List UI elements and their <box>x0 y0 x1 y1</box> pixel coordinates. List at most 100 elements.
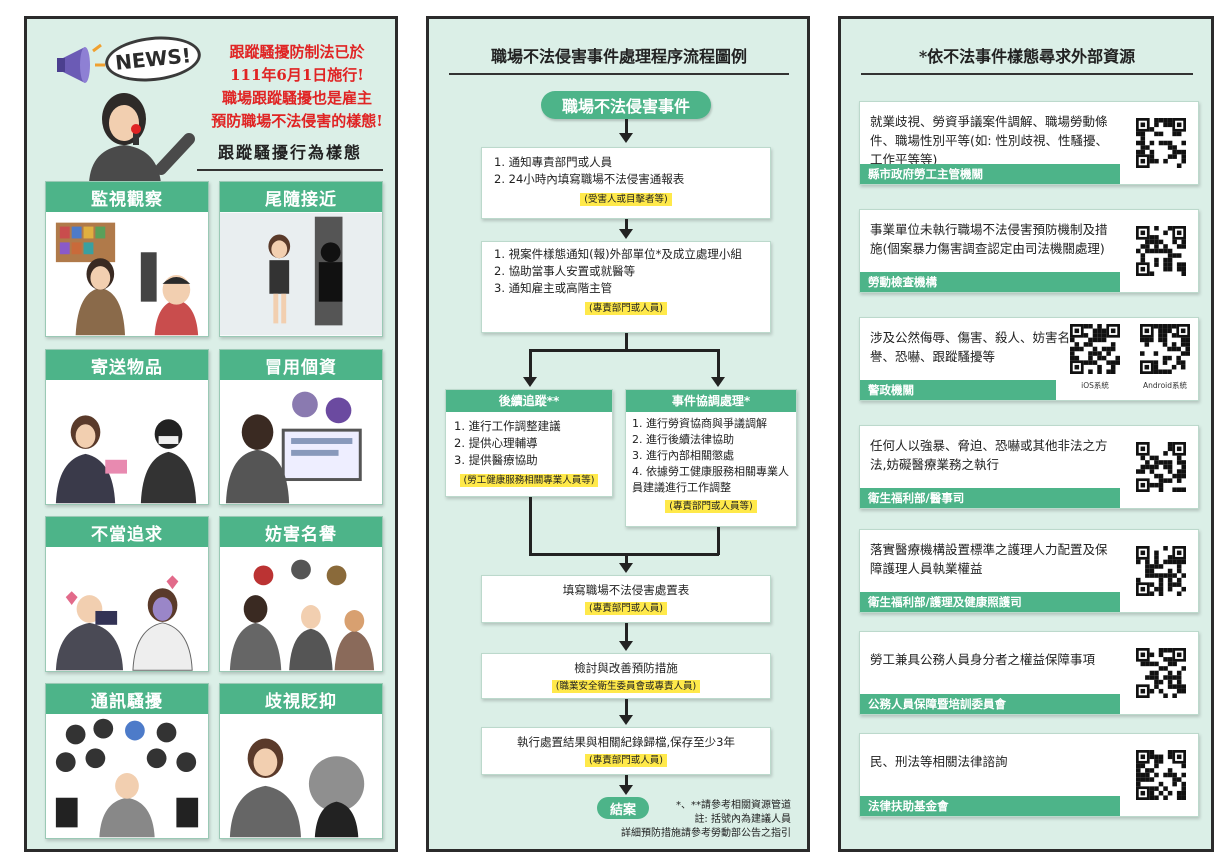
flow-step-review: 檢討與改善預防措施 (職業安全衛生委員會或專責人員) <box>481 653 771 699</box>
flow-step-handling: 1. 視案件樣態通知(報)外部單位*及成立處理小組 2. 協助當事人安置或就醫等… <box>481 241 771 333</box>
flow-item: 1. 進行勞資協商與爭議調解 <box>632 417 767 430</box>
qr-code-icon[interactable] <box>1136 118 1186 172</box>
flow-connector <box>625 623 628 643</box>
flow-step-archive: 執行處置結果與相關紀錄歸檔,保存至少3年 (專責部門或人員) <box>481 727 771 775</box>
qr-code-icon[interactable] <box>1136 648 1186 702</box>
resource-organization: 衛生福利部/醫事司 <box>860 488 1120 508</box>
card-identity-misuse: 冒用個資 <box>219 349 383 505</box>
section-heading: 跟蹤騷擾行為樣態 <box>197 139 383 171</box>
resource-organization: 衛生福利部/護理及健康照護司 <box>860 592 1120 612</box>
card-title: 尾隨接近 <box>220 182 382 212</box>
resource-organization: 警政機關 <box>860 380 1056 400</box>
flow-item: 執行處置結果與相關紀錄歸檔,保存至少3年 <box>517 735 735 749</box>
resource-card-labor-inspection: 事業單位未執行職場不法侵害預防機制及措施(個案暴力傷害調查認定由司法機關處理) … <box>859 209 1199 293</box>
responsible-note: (專責部門或人員) <box>585 602 667 615</box>
card-discrimination: 歧視貶抑 <box>219 683 383 839</box>
footnotes: *、**請參考相關資源管道 註: 括號內為建議人員 詳細預防措施請參考勞動部公告… <box>621 799 791 841</box>
resource-description: 勞工兼具公務人員身分者之權益保障事項 <box>870 652 1096 667</box>
resource-organization: 縣市政府勞工主管機關 <box>860 164 1120 184</box>
card-defamation: 妨害名譽 <box>219 516 383 672</box>
qr-code-icon[interactable] <box>1136 546 1186 600</box>
responsible-note: (專責部門或人員) <box>585 302 667 315</box>
qr-code-ios-icon[interactable] <box>1070 324 1120 378</box>
flow-branch-line <box>529 349 719 352</box>
left-panel: NEWS! 跟蹤騷擾防制法已於 111年6月1日施行! 職場跟蹤騷擾也是雇主 預… <box>24 16 398 852</box>
qr-code-icon[interactable] <box>1136 226 1186 280</box>
flow-arrow <box>619 785 633 795</box>
identity-misuse-illustration <box>225 391 362 504</box>
card-title: 冒用個資 <box>220 350 382 380</box>
flow-item: 檢討與改善預防措施 <box>574 661 678 675</box>
qr-code-icon[interactable] <box>1136 442 1186 496</box>
resource-card-medical-affairs: 任何人以強暴、脅迫、恐嚇或其他非法之方法,妨礙醫療業務之執行 衛生福利部/醫事司 <box>859 425 1199 509</box>
right-panel: *依不法事件樣態尋求外部資源 就業歧視、勞資爭議案件調解、職場勞動條件、職場性別… <box>838 16 1214 852</box>
flow-arrow <box>711 377 725 387</box>
resource-card-civil-service: 勞工兼具公務人員身分者之權益保障事項 公務人員保障暨培訓委員會 <box>859 631 1199 715</box>
card-title: 通訊騷擾 <box>46 684 208 714</box>
discrimination-illustration <box>229 738 365 838</box>
flow-arrow <box>523 377 537 387</box>
resource-card-nursing: 落實醫療機構設置標準之護理人力配置及保障護理人員執業權益 衛生福利部/護理及健康… <box>859 529 1199 613</box>
qr-label-android: Android系統 <box>1143 381 1187 390</box>
defamation-illustration <box>229 559 375 671</box>
flow-item: 3. 通知雇主或高階主管 <box>494 281 613 295</box>
resource-organization: 公務人員保障暨培訓委員會 <box>860 694 1120 714</box>
flow-branch-coordination: 事件協調處理* 1. 進行勞資協商與爭議調解 2. 進行後續法律協助 3. 進行… <box>625 389 797 527</box>
following-illustration <box>220 212 382 336</box>
resource-description: 任何人以強暴、脅迫、恐嚇或其他非法之方法,妨礙醫療業務之執行 <box>870 438 1108 472</box>
responsible-note: (專責部門或人員等) <box>665 500 757 513</box>
responsible-note: (專責部門或人員) <box>585 754 667 767</box>
resource-description: 涉及公然侮辱、傷害、殺人、妨害名譽、恐嚇、跟蹤騷擾等 <box>870 330 1071 364</box>
flow-item: 2. 24小時內填寫職場不法侵害通報表 <box>494 172 685 186</box>
flow-step-report: 1. 通知專責部門或人員 2. 24小時內填寫職場不法侵害通報表 (受害人或目擊… <box>481 147 771 219</box>
card-following: 尾隨接近 <box>219 181 383 337</box>
flow-arrow <box>619 229 633 239</box>
flow-item: 1. 進行工作調整建議 <box>454 419 561 433</box>
resource-description: 就業歧視、勞資爭議案件調解、職場勞動條件、職場性別平等(如: 性別歧視、性騷擾、… <box>870 114 1109 167</box>
footnote: 詳細預防措施請參考勞動部公告之指引 <box>621 828 791 839</box>
flow-item: 1. 通知專責部門或人員 <box>494 155 613 169</box>
card-sending-items: 寄送物品 <box>45 349 209 505</box>
resource-card-legal-aid: 民、刑法等相關法律諮詢 法律扶助基金會 <box>859 733 1199 817</box>
news-badge: NEWS! <box>102 32 204 86</box>
resource-description: 落實醫療機構設置標準之護理人力配置及保障護理人員執業權益 <box>870 542 1108 576</box>
flow-item: 2. 提供心理輔導 <box>454 436 538 450</box>
branch-heading: 事件協調處理* <box>626 390 796 412</box>
card-improper-pursuit: 不當追求 <box>45 516 209 672</box>
flow-item: 3. 提供醫療協助 <box>454 453 538 467</box>
flow-arrow <box>619 715 633 725</box>
qr-code-icon[interactable] <box>1136 750 1186 804</box>
resource-description: 事業單位未執行職場不法侵害預防機制及措施(個案暴力傷害調查認定由司法機關處理) <box>870 222 1108 256</box>
flow-branch-followup: 後續追蹤** 1. 進行工作調整建議 2. 提供心理輔導 3. 提供醫療協助 (… <box>445 389 613 497</box>
flow-connector <box>625 219 628 231</box>
card-communication-harassment: 通訊騷擾 <box>45 683 209 839</box>
flow-step-disposition-form: 填寫職場不法侵害處置表 (專責部門或人員) <box>481 575 771 623</box>
flow-connector <box>625 333 628 349</box>
responsible-note: (職業安全衛生委員會或專責人員) <box>551 680 701 693</box>
flow-item: 3. 進行內部相關懲處 <box>632 449 734 462</box>
flow-start-event: 職場不法侵害事件 <box>541 91 711 119</box>
resource-card-labor-authority: 就業歧視、勞資爭議案件調解、職場勞動條件、職場性別平等(如: 性別歧視、性騷擾、… <box>859 101 1199 185</box>
flow-item: 1. 視案件樣態通知(報)外部單位*及成立處理小組 <box>494 247 742 261</box>
flow-item: 4. 依據勞工健康服務相關專業人員建議進行工作調整 <box>632 465 789 494</box>
speaker-illustration <box>89 93 195 183</box>
communication-harassment-illustration <box>55 718 199 838</box>
flow-end-closed: 結案 <box>597 797 649 819</box>
sending-items-illustration <box>55 415 197 504</box>
flow-item: 2. 進行後續法律協助 <box>632 433 734 446</box>
flow-connector <box>625 699 628 717</box>
flowchart-title: 職場不法侵害事件處理程序流程圖例 <box>449 43 789 75</box>
resource-organization: 勞動檢查機構 <box>860 272 1120 292</box>
responsible-note: (勞工健康服務相關專業人員等) <box>459 474 599 487</box>
flow-item: 填寫職場不法侵害處置表 <box>562 583 690 597</box>
card-title: 歧視貶抑 <box>220 684 382 714</box>
qr-code-android-icon[interactable] <box>1140 324 1190 378</box>
card-surveillance: 監視觀察 <box>45 181 209 337</box>
flow-connector <box>529 497 532 555</box>
flow-connector <box>625 553 628 565</box>
qr-label-ios: iOS系統 <box>1081 381 1109 390</box>
flow-arrow <box>619 133 633 143</box>
resource-card-police: 涉及公然侮辱、傷害、殺人、妨害名譽、恐嚇、跟蹤騷擾等 警政機關 iOS系統 An… <box>859 317 1199 401</box>
card-title: 寄送物品 <box>46 350 208 380</box>
surveillance-illustration <box>55 222 199 336</box>
